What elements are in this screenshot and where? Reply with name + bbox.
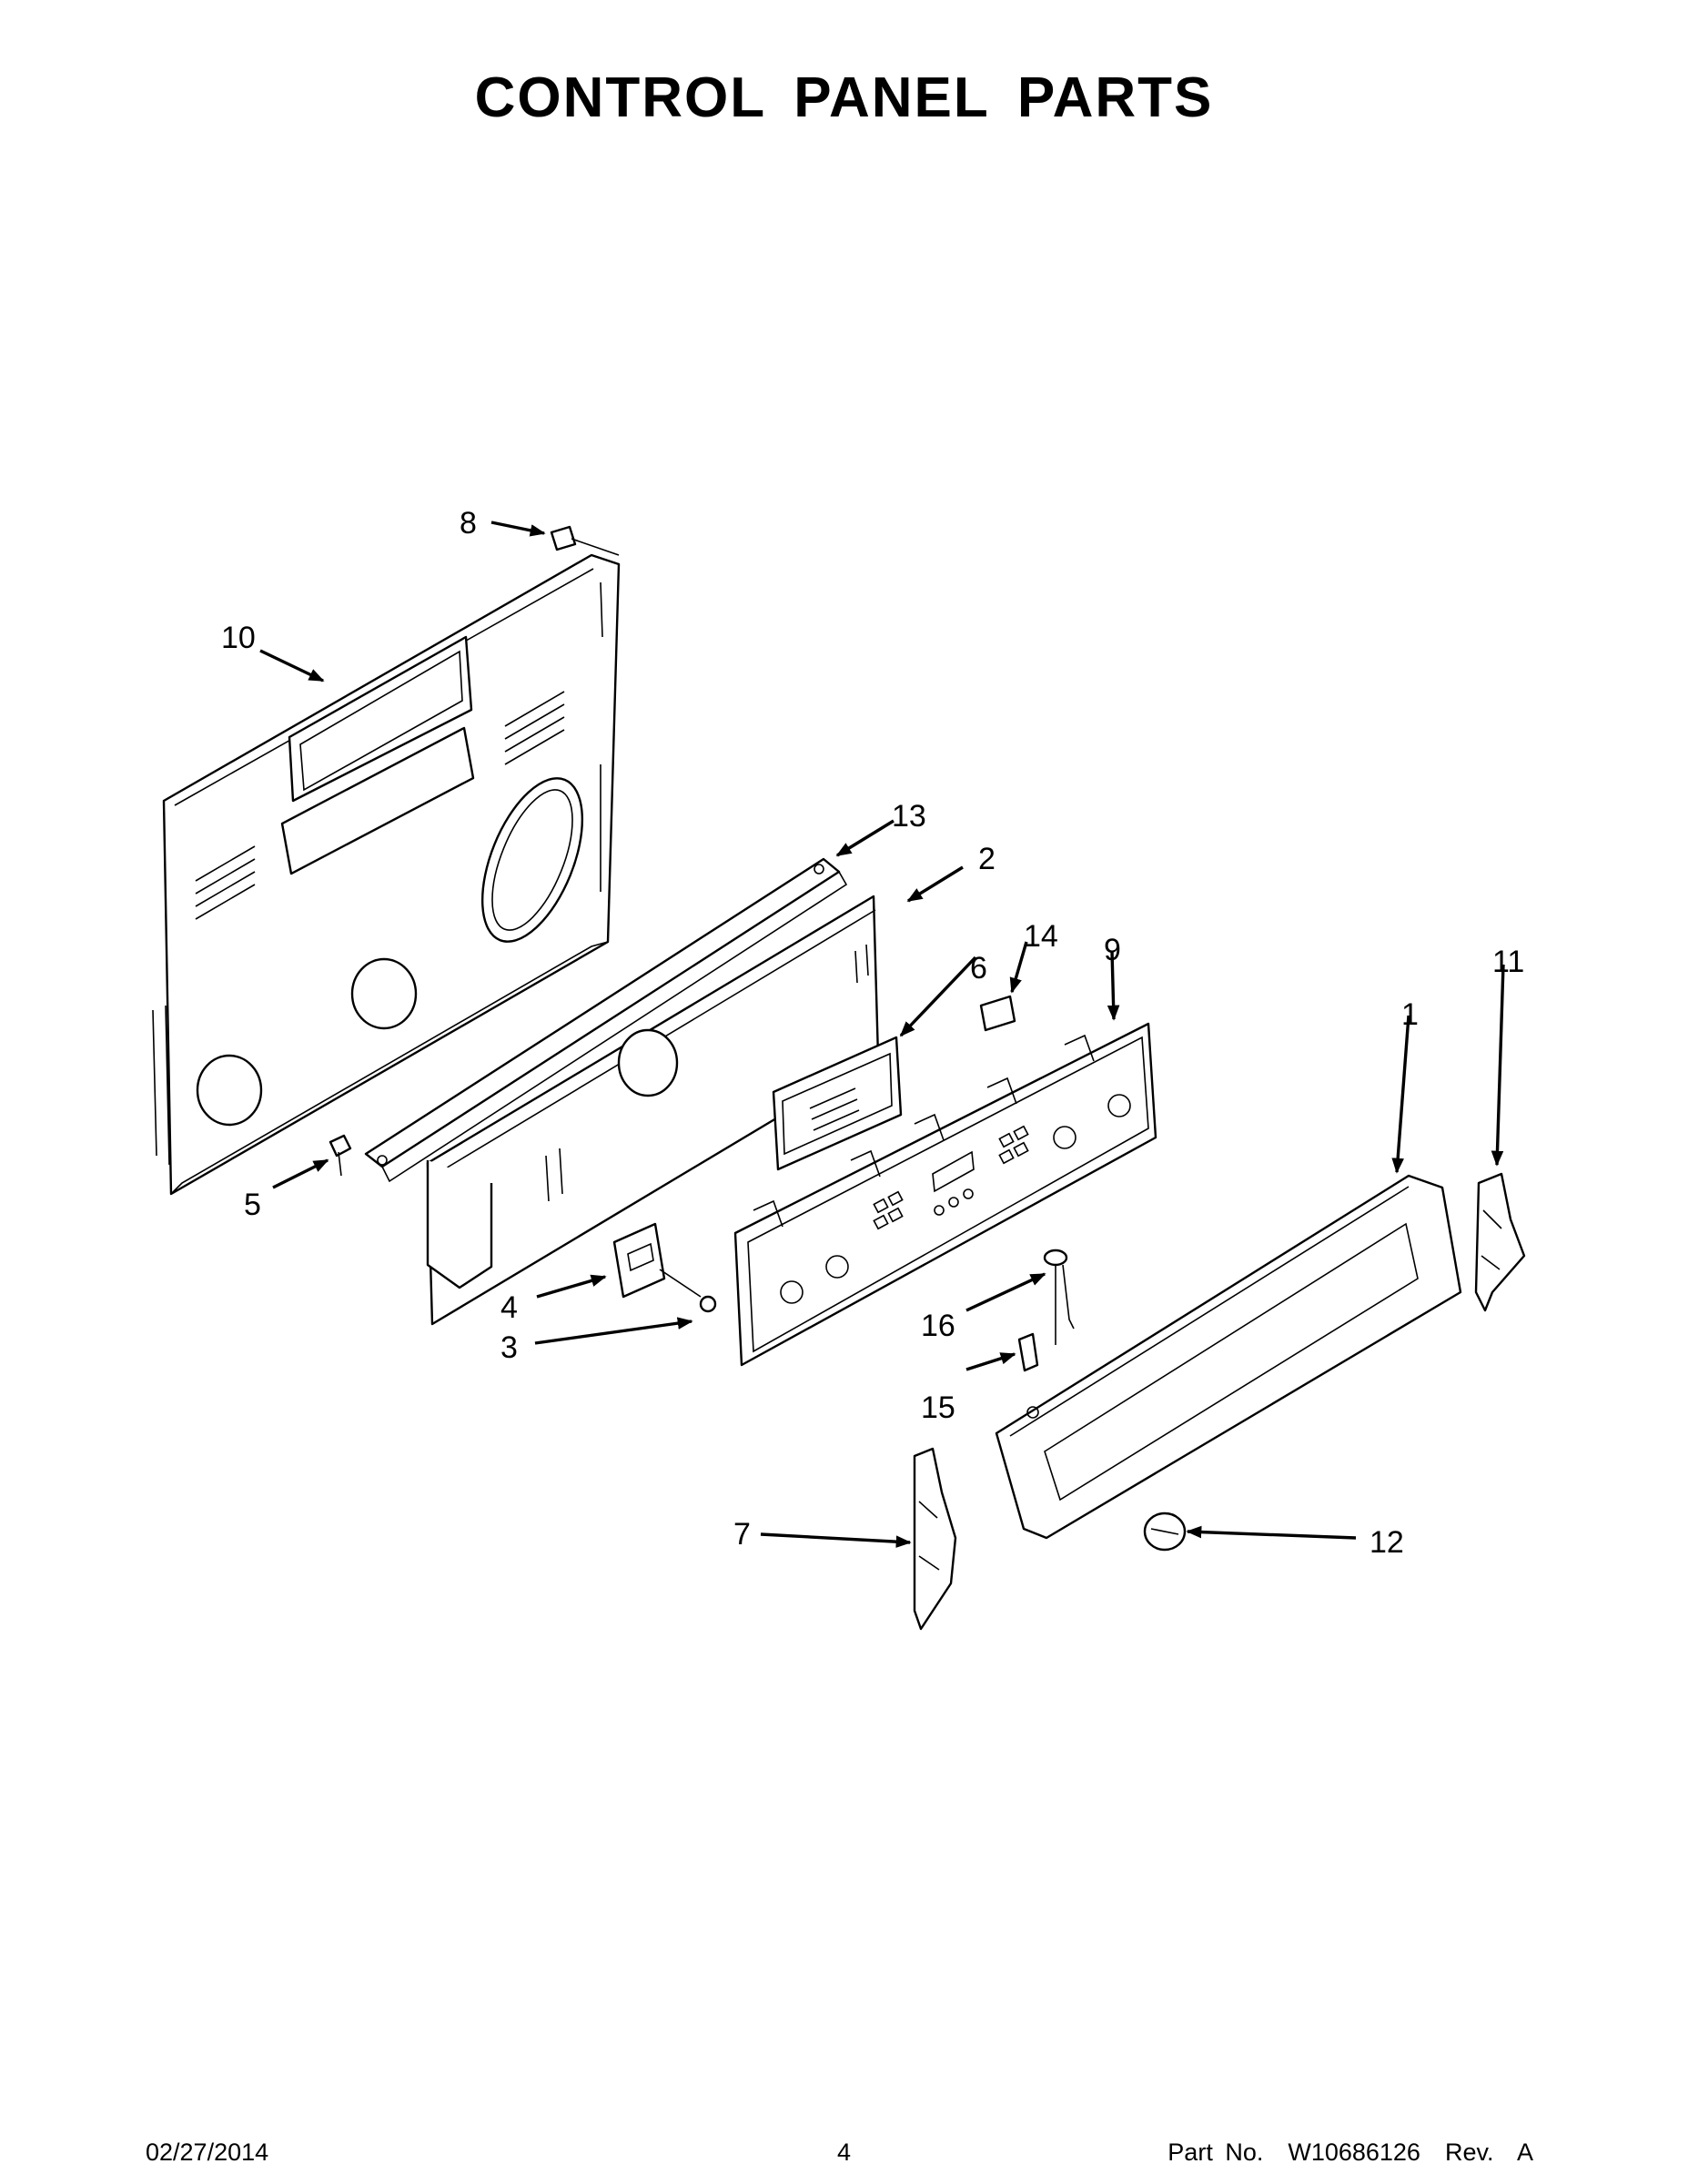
selector-switch [612, 1222, 666, 1299]
callout-12: 12 [1370, 1525, 1404, 1560]
end-cap-left [913, 1447, 957, 1631]
page-title: CONTROL PANEL PARTS [474, 66, 1214, 129]
electronic-control-board [772, 1036, 903, 1171]
callout-1: 1 [1401, 997, 1419, 1032]
callout-5: 5 [244, 1188, 261, 1222]
callout-8: 8 [460, 506, 477, 541]
footer-page-number: 4 [836, 2138, 852, 2166]
callout-16: 16 [921, 1309, 955, 1343]
callout-13: 13 [892, 799, 926, 834]
callout-11: 11 [1492, 945, 1524, 979]
leader-lines [259, 521, 1505, 1548]
switch-14 [979, 995, 1016, 1032]
callout-4: 4 [500, 1290, 518, 1325]
console-panel [733, 1022, 1157, 1367]
screw-5 [329, 1134, 352, 1177]
sensor-16 [1043, 1249, 1075, 1345]
callout-2: 2 [978, 842, 996, 876]
light-switch-15 [1017, 1332, 1039, 1419]
footer-date: 02/27/2014 [146, 2138, 269, 2166]
control-housing [426, 895, 880, 1326]
footer-part-number: Part No. W10686126 Rev. A [1167, 2138, 1533, 2166]
callout-7: 7 [733, 1517, 751, 1552]
rear-shield-panel [152, 553, 621, 1196]
callout-6: 6 [970, 951, 987, 986]
screw-8 [550, 525, 620, 556]
callout-9: 9 [1104, 933, 1121, 967]
callout-10: 10 [221, 621, 256, 655]
control-panel-trim [995, 1174, 1462, 1540]
callout-3: 3 [500, 1330, 518, 1365]
callout-14: 14 [1024, 919, 1058, 954]
callouts: 8 10 13 2 6 14 9 1 11 5 4 3 16 15 7 12 [221, 506, 1524, 1560]
callout-15: 15 [921, 1390, 955, 1425]
control-knob [1143, 1512, 1187, 1552]
end-cap-right [1474, 1172, 1526, 1312]
mounting-strip [364, 857, 848, 1183]
switch-shaft [659, 1269, 717, 1313]
